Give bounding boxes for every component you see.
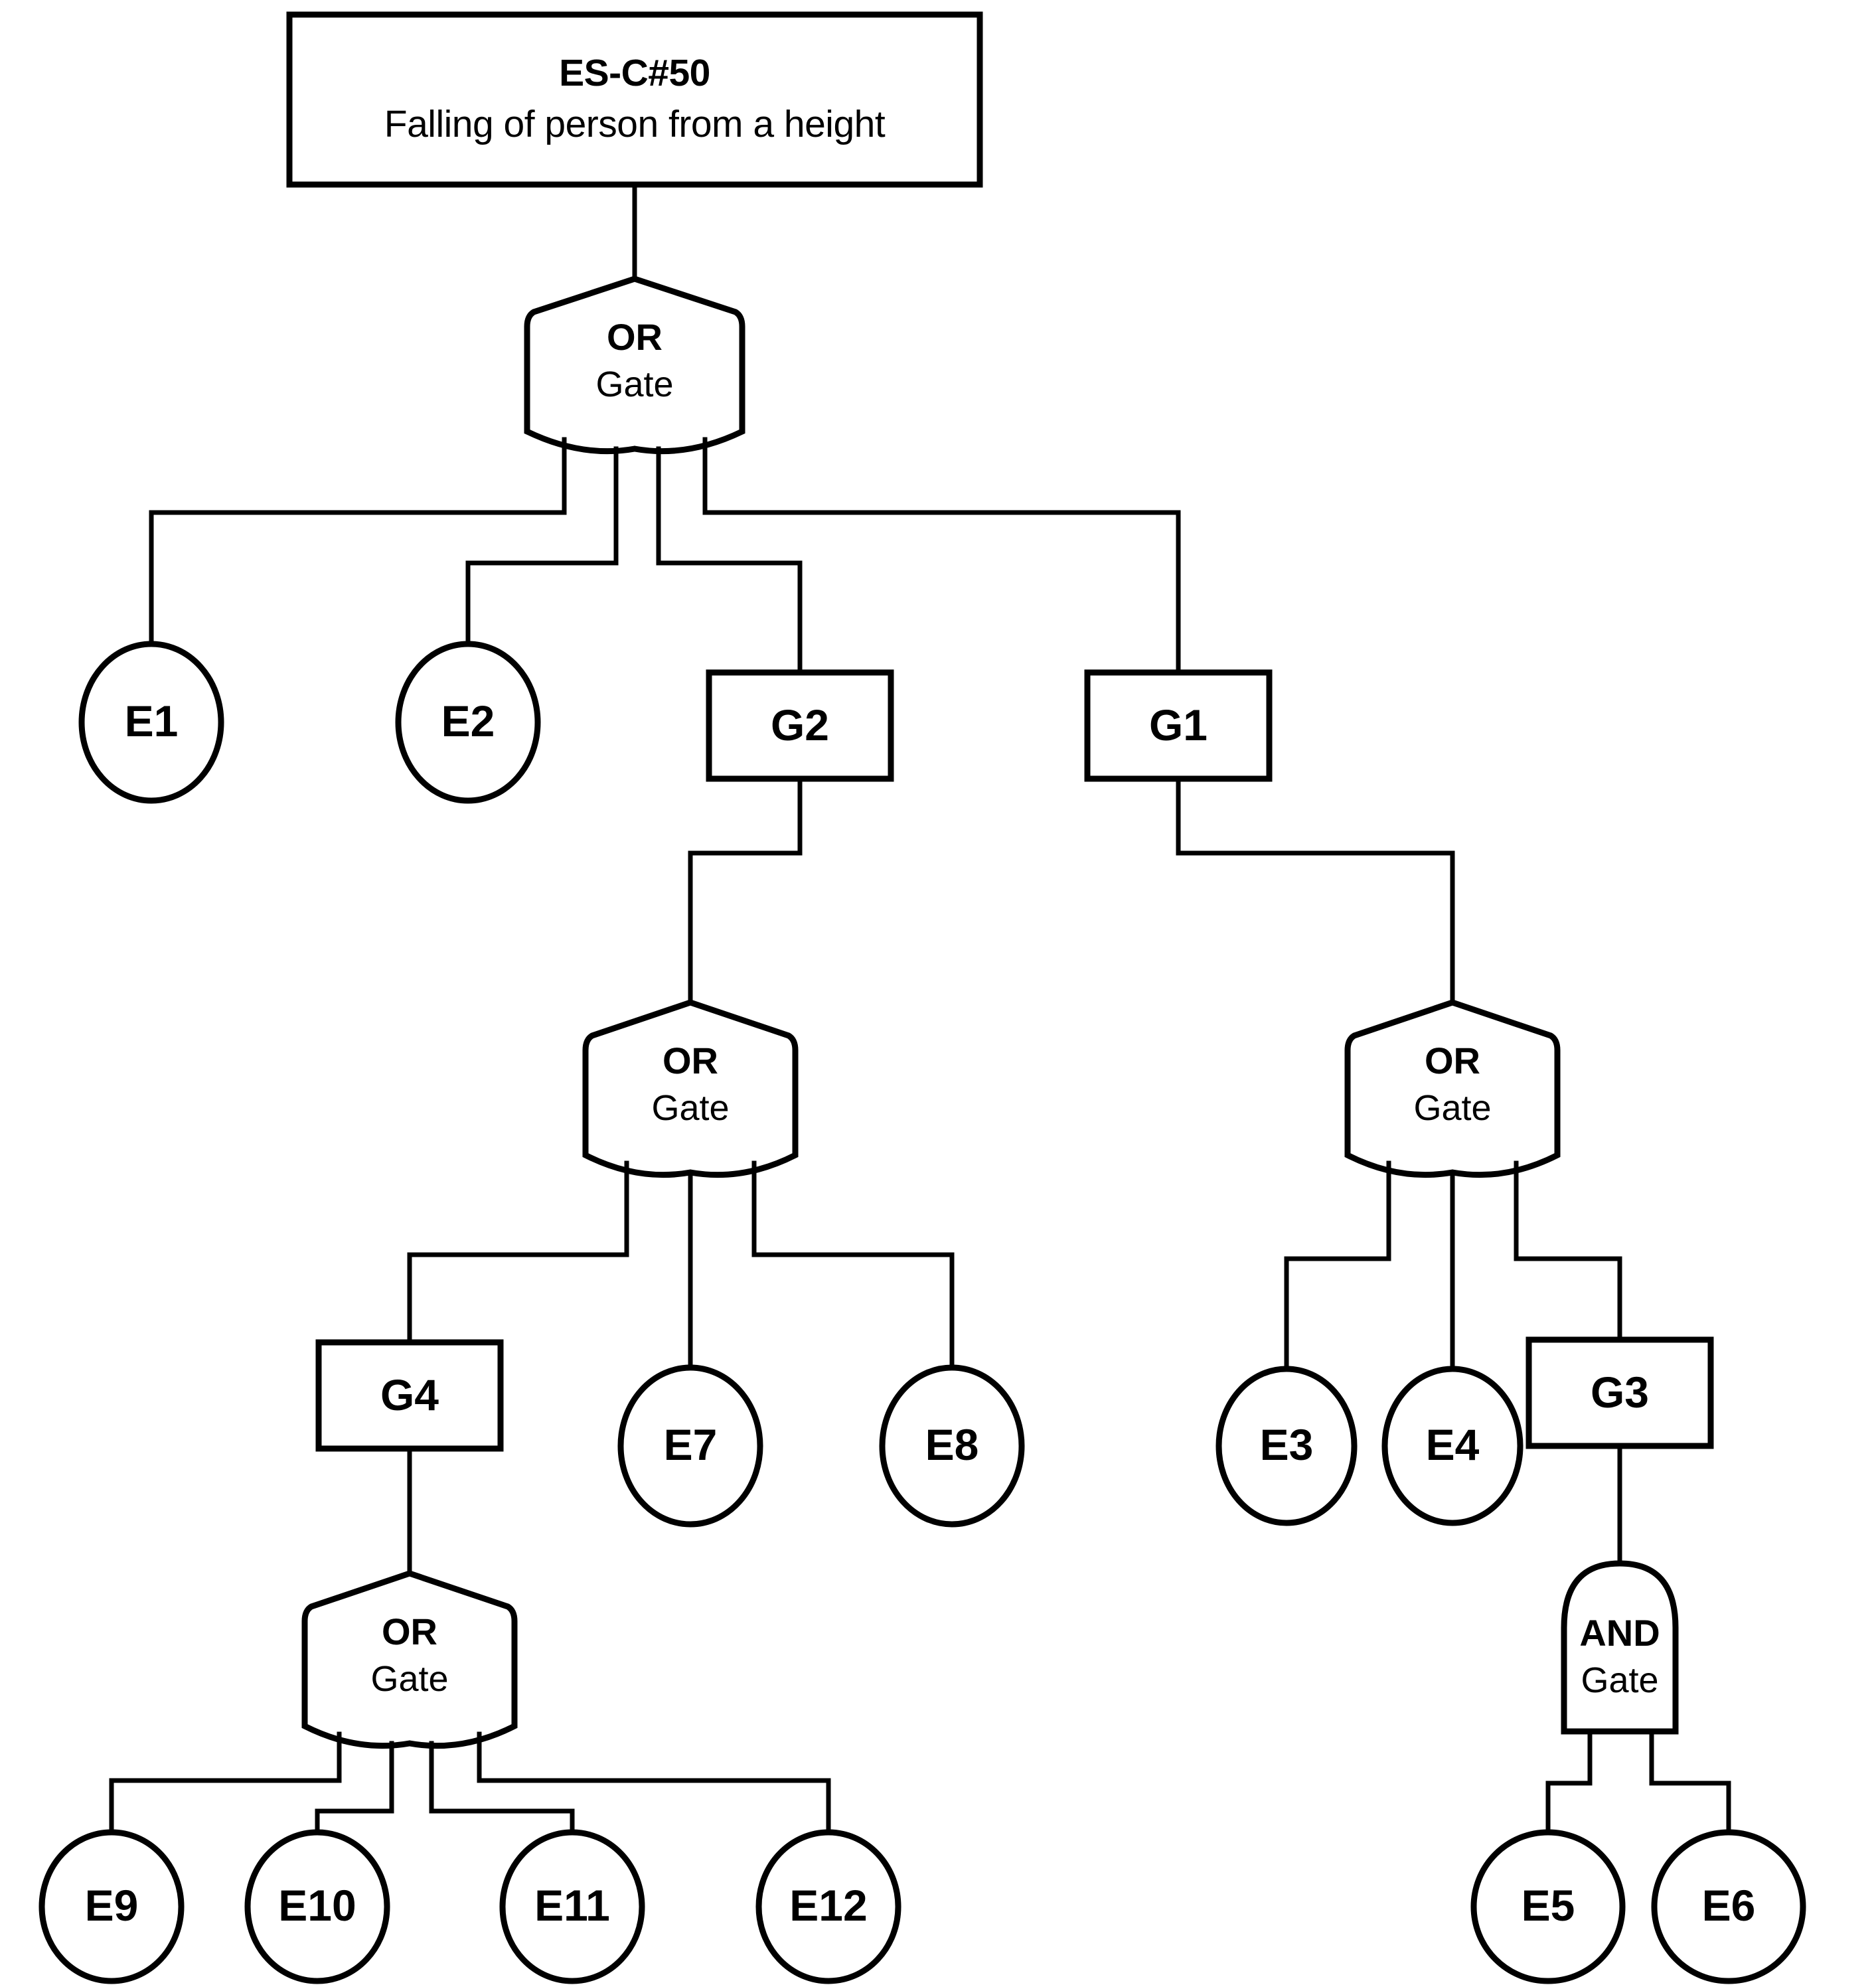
basic-event-e2-shape[interactable] [395, 641, 541, 804]
basic-event-e5-shape[interactable] [1470, 1829, 1626, 1984]
gate-top-or-shape[interactable] [524, 276, 745, 455]
basic-event-e7-shape[interactable] [617, 1364, 763, 1528]
edge-g2gate-to-g4 [407, 1252, 629, 1345]
basic-event-e12-shape[interactable] [755, 1829, 901, 1984]
basic-event-e4-shape[interactable] [1381, 1366, 1524, 1526]
edge-top-to-g2 [656, 560, 803, 675]
basic-event-e9-shape[interactable] [39, 1829, 185, 1984]
basic-event-e10-shape[interactable] [244, 1829, 390, 1984]
basic-event-e8-shape[interactable] [879, 1364, 1025, 1528]
basic-event-e3-shape[interactable] [1215, 1366, 1358, 1526]
edge-top-to-g1 [702, 510, 1181, 675]
basic-event-e6-shape[interactable] [1651, 1829, 1806, 1984]
basic-event-e1-shape[interactable] [78, 641, 224, 804]
transfer-node-g3-shape[interactable] [1525, 1336, 1714, 1449]
basic-event-e11-shape[interactable] [499, 1829, 645, 1984]
edge-g1gate-to-e3 [1284, 1256, 1391, 1372]
gate-g1-or-shape[interactable] [1344, 999, 1561, 1178]
gate-g3-and-shape[interactable] [1561, 1560, 1679, 1735]
transfer-node-g2-shape[interactable] [706, 669, 894, 782]
transfer-node-g4-shape[interactable] [315, 1339, 504, 1452]
gate-g4-or-shape[interactable] [301, 1570, 518, 1749]
edge-g1-to-gate [1176, 776, 1455, 1005]
edge-g1gate-to-g3 [1514, 1256, 1622, 1342]
edge-top-to-e1 [149, 510, 567, 693]
transfer-node-g1-shape[interactable] [1084, 669, 1273, 782]
top-event-box[interactable] [286, 11, 983, 188]
edge-g2gate-to-e8 [751, 1252, 955, 1372]
edge-g2-to-gate [688, 776, 803, 1005]
gate-g2-or-shape[interactable] [582, 999, 799, 1178]
